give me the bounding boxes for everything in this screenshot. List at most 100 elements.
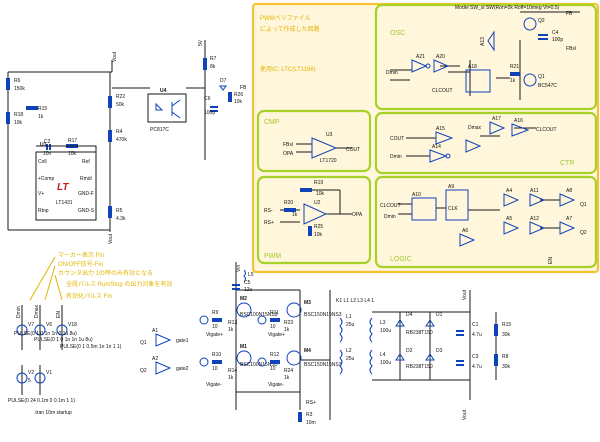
r4-value: 470k [116, 137, 127, 143]
r25-label: R25 [314, 224, 323, 230]
logic-en-label: EN [548, 257, 554, 264]
logic-clk-label: CLK [448, 206, 458, 212]
note-orange-1: PWMベリファイル [260, 15, 311, 22]
gate2-label: gate2 [176, 366, 189, 372]
model-directive: Model SW_sl SW(Ron=2k Roff=10meg Vt=0.5) [455, 5, 560, 11]
a21-label: A21 [416, 54, 425, 60]
ctr-circuit: A15 A14 A17 A16 Dmax COUT Dmin CLCOUT [390, 116, 557, 163]
d2-name: RB238T150 [406, 364, 433, 370]
m4-label: M4 [304, 348, 311, 354]
r26-value: 10k [234, 99, 243, 105]
logic-q1-out: Q1 [580, 202, 587, 208]
c5-label: C5 [244, 280, 251, 286]
r10-label: R10 [212, 352, 221, 358]
v18-label: V18 [68, 322, 77, 328]
v1-label: V1 [46, 370, 52, 376]
r21-value: 1k [510, 78, 516, 84]
r3-value: 10m [306, 420, 316, 426]
pulse1: PULSE(0 1 0 1n 1n 0.1u 8u) [14, 331, 77, 337]
pulse3: PULSE(0 1 0.5m 1n 1n 1 1) [60, 344, 122, 350]
m1-label: M1 [240, 344, 247, 350]
a20-label: A20 [436, 54, 445, 60]
block-pwm-label: PWM [264, 253, 281, 260]
gate1-label: gate1 [176, 338, 189, 344]
vigate-minus-1: Vigate- [206, 382, 222, 388]
a5-label: A5 [506, 216, 512, 222]
u4-label: U4 [160, 88, 167, 94]
l4-label: L4 [380, 352, 386, 358]
block-osc-label: OSC [390, 30, 405, 37]
pwm-opa-label: OPA [352, 212, 363, 218]
r15-value: 1k [38, 114, 44, 120]
l5-label: L5 [248, 272, 254, 278]
block-osc [374, 3, 598, 111]
pulse4: PULSE(0 24 0.1m 0 0.1m 1 1) [8, 398, 75, 404]
a18-label: A18 [468, 64, 477, 70]
fb-label: FB [240, 85, 247, 91]
logic-circuit: A10 A9 CLK A6 A4 A5 A11 A12 A8 A7 CLCOUT… [380, 184, 587, 264]
vigate-minus-2: Vigate- [268, 382, 284, 388]
ctr-cout-label: COUT [390, 136, 404, 142]
a15-label: A15 [436, 126, 445, 132]
feedback-circuit: Vout R6 150k R18 10k R15 1k R22 50k R4 4… [6, 39, 247, 244]
m3-label: M3 [304, 300, 311, 306]
sources: Dmin Dmax EN V7 V6 V18 PULSE(0 1 0 1n 1n… [8, 304, 122, 416]
osc-fbsl-label: FBsl [566, 46, 576, 52]
u4-name: PC817C [150, 127, 169, 133]
m2-label: M2 [240, 296, 247, 302]
c6-label: C6 [204, 96, 211, 102]
src-dmax: Dmax [34, 304, 40, 318]
d7-label: D7 [220, 78, 227, 84]
power-bridge: Vin L5 C5 12u M2 BSC100N15NS3 M3 BSC150N… [140, 262, 511, 426]
left-notes: マーカー表示 Fin ON/OFF信号-Fin カウンタ出力 1の時のみ有効とな… [29, 251, 172, 301]
u3-name: LT1720 [320, 158, 337, 164]
c1-label: C1 [472, 322, 479, 328]
r13-label: R13 [228, 320, 237, 326]
v2-value: 5 [28, 378, 31, 384]
tran-directive: .tran 10m startup [34, 410, 72, 416]
block-ctr [374, 111, 598, 175]
a11-label: A11 [530, 188, 539, 194]
u1-pin-gnds: GND-S [78, 208, 95, 214]
l3-value: 100u [380, 328, 391, 334]
r22-label: R22 [116, 94, 125, 100]
ctr-dmax-label: Dmax [468, 125, 482, 131]
l1-label: L1 [346, 314, 352, 320]
r9-label: R9 [212, 310, 219, 316]
block-ctr-label: CTR [560, 160, 574, 167]
l2-value: 25u [346, 356, 355, 362]
src-dmin: Dmin [16, 306, 22, 318]
logic-q2-out: Q2 [580, 230, 587, 236]
r17-label: R17 [68, 138, 77, 144]
a12-label: A12 [530, 216, 539, 222]
c4-label: C4 [552, 30, 559, 36]
bridge-r15-value: 30k [502, 332, 511, 338]
coupling-directive: K1 L1 L2 L3 L4 1 [336, 298, 374, 304]
left-note-2: ON/OFF信号-Fin [58, 260, 103, 268]
a2-label: A2 [152, 356, 158, 362]
u1-label: U1 [40, 142, 47, 148]
block-logic-label: LOGIC [390, 256, 412, 263]
a7-label: A7 [566, 216, 572, 222]
bridge-vout-bottom: Vout [462, 409, 468, 420]
l2-label: L2 [346, 348, 352, 354]
a16-label: A16 [514, 118, 523, 124]
r12-value: 10 [270, 366, 276, 372]
a14-label: A14 [432, 144, 441, 150]
r14-label: R14 [228, 368, 237, 374]
a8-label: A8 [566, 188, 572, 194]
r24-label: R24 [284, 368, 293, 374]
u1-pin-vplus: V+ [38, 191, 44, 197]
r11-value: 10 [270, 324, 276, 330]
c3-value: 4.7u [472, 364, 482, 370]
r18-value: 10k [14, 120, 23, 126]
u3-label: U3 [326, 132, 333, 138]
lt-logo: LT [57, 182, 69, 193]
block-comp-label: CMP [264, 119, 280, 126]
l3-label: L3 [380, 320, 386, 326]
r6-value: 150k [14, 86, 25, 92]
a17-label: A17 [492, 116, 501, 122]
u1-pin-rmid: Rmid [80, 176, 92, 182]
r23-label: R23 [284, 320, 293, 326]
